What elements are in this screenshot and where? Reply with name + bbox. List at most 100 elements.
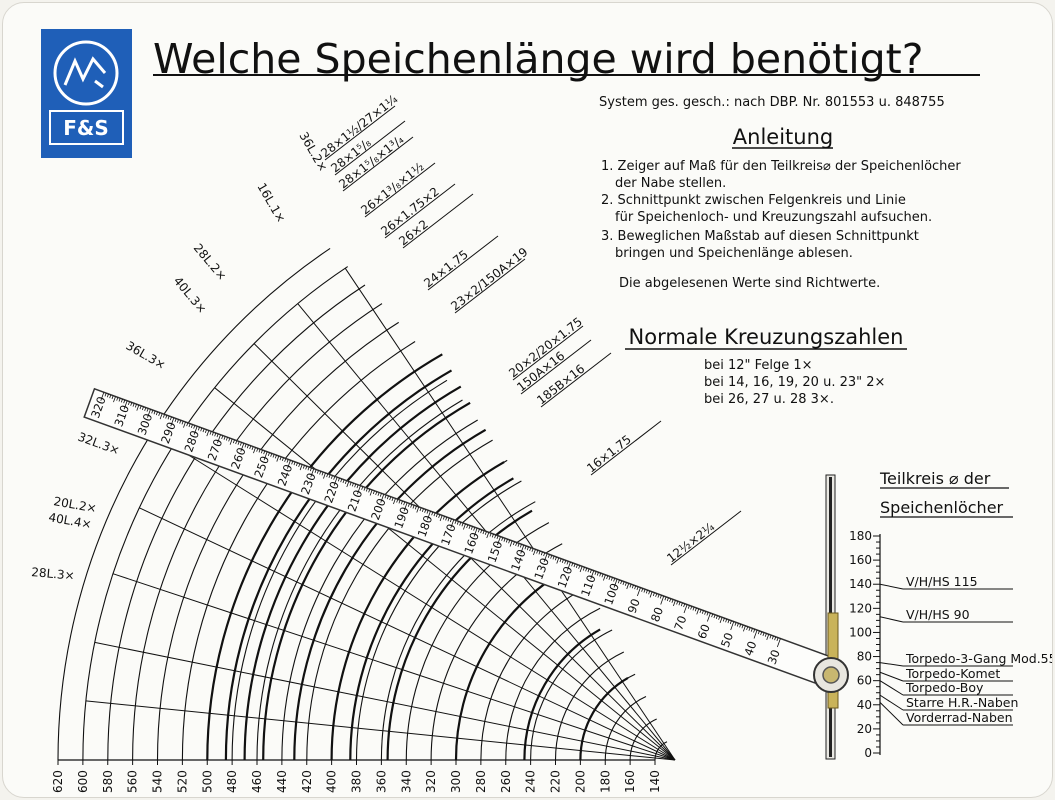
hub-scale-label: 40	[857, 698, 872, 712]
bottom-axis-label: 140	[648, 770, 662, 793]
bottom-axis-label: 280	[474, 770, 488, 793]
hub-scale-label: 0	[864, 746, 872, 760]
hub-scale-label: 120	[849, 601, 872, 615]
ruler-label: 80	[648, 605, 666, 624]
instruction-line: der Nabe stellen.	[615, 176, 726, 191]
spoke-line	[112, 573, 676, 761]
rim-arc	[505, 607, 601, 761]
bottom-axis-label: 560	[126, 770, 140, 793]
hub-scale-label: 100	[849, 625, 872, 639]
hub-label: Torpedo-Komet	[905, 666, 1000, 681]
bottom-axis-label: 180	[598, 770, 612, 793]
logo-mark-icon	[63, 56, 107, 89]
hub-label: V/H/HS 115	[906, 574, 978, 589]
rim-arc-bold	[579, 676, 629, 761]
hub-label: Starre H.R.-Naben	[906, 695, 1018, 710]
instruction-line: 1. Zeiger auf Maß für den Teilkreis⌀ der…	[601, 159, 961, 174]
rim-arcs	[57, 247, 668, 761]
rim-arc	[107, 284, 366, 761]
bottom-axis-label: 420	[300, 770, 314, 793]
ruler-label: 50	[718, 631, 736, 650]
bottom-axis-label: 620	[51, 770, 65, 793]
rim-arc	[132, 303, 383, 761]
spoke-count-label: 28L.2×	[191, 241, 230, 283]
instructions-heading: Anleitung	[733, 125, 833, 149]
spoke-count-label: 28L.3×	[31, 565, 76, 583]
spoke-line	[173, 445, 676, 761]
spoke-line	[139, 507, 676, 761]
spoke-length-diagram: F&S Welche Speichenlänge wird benötigt? …	[31, 29, 1052, 793]
rim-size-label: 16×1.75	[584, 432, 634, 475]
spoke-line	[85, 700, 676, 761]
bottom-axis-label: 300	[449, 770, 463, 793]
rim-arc	[579, 673, 636, 761]
rim-arc-bold	[243, 385, 462, 761]
crossing-row: bei 14, 16, 19, 20 u. 23" 2×	[704, 375, 885, 390]
rim-size-label: 12½×2¼	[664, 519, 717, 565]
logo-text: F&S	[63, 116, 109, 140]
instruction-line: bringen und Speichenlänge ablesen.	[615, 246, 853, 261]
spoke-count-label: 36L.3×	[124, 338, 169, 372]
rim-arc	[355, 480, 522, 761]
hub-label: V/H/HS 90	[906, 607, 970, 622]
rim-arc-bold	[523, 628, 601, 761]
ruler-label: 70	[671, 614, 689, 633]
bottom-axis-label: 480	[225, 770, 239, 793]
hub-scale-heading-2: Speichenlöcher	[880, 498, 1004, 517]
hub-scale-label: 80	[857, 650, 872, 664]
crossings-heading: Normale Kreuzungszahlen	[629, 325, 904, 349]
spoke-count-labels: 36L.2×16L.1×28L.2×40L.3×36L.3×32L.3×20L.…	[31, 130, 331, 583]
bottom-axis-label: 380	[350, 770, 364, 793]
crossing-row: bei 12" Felge 1×	[704, 358, 813, 373]
bottom-axis-label: 540	[151, 770, 165, 793]
rim-arc	[480, 586, 589, 761]
hub-scale-label: 180	[849, 529, 872, 543]
bottom-axis-label: 500	[200, 770, 214, 793]
ruler-label: 30	[765, 648, 783, 667]
hub-scale-label: 140	[849, 577, 872, 591]
rim-arc	[604, 696, 647, 761]
hub-scale-label: 160	[849, 553, 872, 567]
rim-arc-bold	[224, 369, 453, 761]
rim-arc-bold	[262, 401, 471, 761]
bottom-axis-label: 580	[101, 770, 115, 793]
rim-arc	[57, 247, 331, 761]
rim-arc-bold	[454, 569, 567, 761]
rim-arc-bold	[293, 428, 487, 761]
rim-arc	[256, 399, 463, 761]
rim-arc	[455, 564, 576, 761]
bottom-axis-label: 360	[374, 770, 388, 793]
logo	[41, 29, 132, 158]
rim-arc	[306, 439, 493, 761]
rim-arc	[629, 718, 657, 761]
bottom-axis-label: 240	[524, 770, 538, 793]
spoke-count-label: 32L.3×	[76, 430, 122, 458]
rim-arc	[82, 266, 349, 761]
spoke-line	[344, 267, 676, 761]
bottom-axis-label: 200	[573, 770, 587, 793]
rim-arc-bold	[330, 461, 505, 761]
bottom-axis-label: 460	[250, 770, 264, 793]
bottom-axis-label: 320	[424, 770, 438, 793]
rim-size-label: 24×1.75	[421, 247, 471, 290]
instruction-line: 2. Schnittpunkt zwischen Felgenkreis und…	[601, 193, 906, 208]
bottom-axis-label: 160	[623, 770, 637, 793]
rim-arc	[206, 360, 432, 761]
bottom-axis-label: 520	[175, 770, 189, 793]
rim-arc-bold	[206, 353, 443, 761]
rim-arc	[156, 321, 399, 761]
ruler-label: 60	[695, 622, 713, 641]
bottom-axis-label: 260	[499, 770, 513, 793]
rim-arc	[281, 419, 478, 761]
spoke-count-label: 16L.1×	[254, 181, 288, 226]
rim-arc	[231, 379, 448, 761]
hub-scale-label: 20	[857, 722, 872, 736]
ruler-label: 40	[741, 639, 759, 658]
instructions-list: 1. Zeiger auf Maß für den Teilkreis⌀ der…	[601, 159, 961, 261]
rim-arc	[380, 501, 536, 761]
spoke-count-label: 40L.3×	[171, 274, 210, 316]
